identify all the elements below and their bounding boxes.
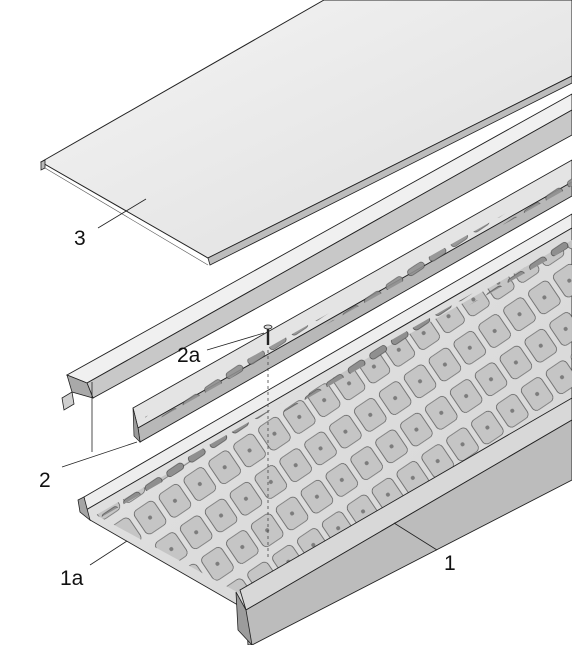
leader-line-3 [97,198,147,229]
leader-line-1a [89,540,128,566]
separator-screw [263,324,273,560]
callout-tray: 1 [444,552,456,575]
callout-separator-screw: 2a [177,344,201,367]
leader-line-2 [61,441,138,468]
cover-lid [39,0,572,266]
leader-line-1 [393,522,438,551]
callout-cover: 3 [74,227,86,250]
callout-separator: 2 [39,469,51,492]
callout-tray-perforation: 1a [60,567,84,590]
leader-lines [61,198,438,566]
separator-base-strip [132,159,572,443]
leader-line-2a [206,332,265,351]
separator-strip [61,93,572,411]
